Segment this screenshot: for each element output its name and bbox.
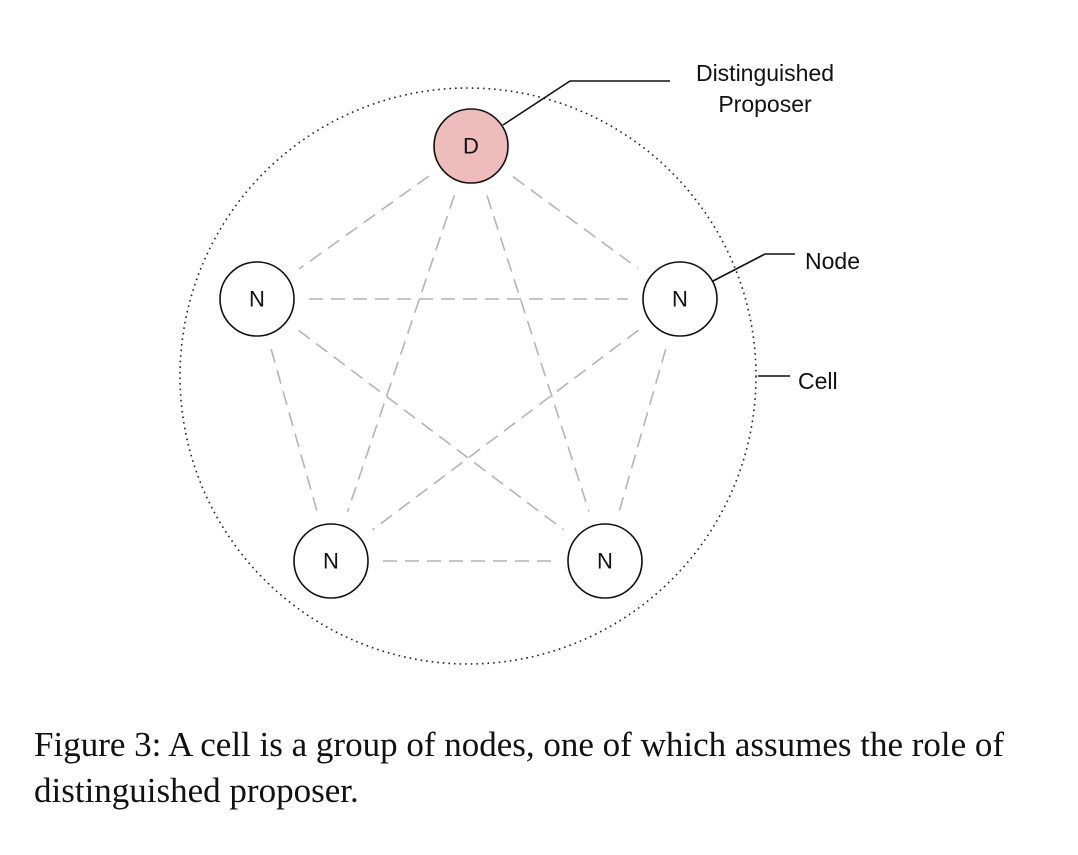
node-leader-line xyxy=(712,253,795,282)
node-n3-circle xyxy=(293,523,369,599)
node-right: N xyxy=(642,261,718,337)
node-left: N xyxy=(219,261,295,337)
node-distinguished: D xyxy=(433,108,509,184)
node-label: Node xyxy=(805,248,860,274)
edge-d-n3 xyxy=(346,195,456,512)
node-n2-circle xyxy=(642,261,718,337)
edge-n1-n4 xyxy=(298,329,564,531)
node-n3-letter: N xyxy=(323,549,339,574)
edges-group xyxy=(270,175,667,562)
node-n4-circle xyxy=(567,523,643,599)
edge-d-n1 xyxy=(298,175,430,270)
distinguished-leader-line xyxy=(502,80,670,126)
node-d-letter: D xyxy=(463,134,479,159)
node-bottom-right: N xyxy=(567,523,643,599)
distinguished-label-line1: Distinguished xyxy=(696,60,834,86)
edge-d-n4 xyxy=(486,195,590,512)
figure-caption: Figure 3: A cell is a group of nodes, on… xyxy=(34,725,1005,810)
cell-diagram: D N N N N Distinguished Proposer Node Ce… xyxy=(179,60,860,665)
node-n1-letter: N xyxy=(249,287,265,312)
cell-boundary xyxy=(179,87,757,665)
edge-n1-n3 xyxy=(270,348,318,512)
cell-label: Cell xyxy=(798,368,838,394)
node-n1-circle xyxy=(219,261,295,337)
edge-d-n2 xyxy=(512,176,639,269)
node-n4-letter: N xyxy=(597,549,613,574)
edge-n2-n4 xyxy=(618,348,667,512)
node-n2-letter: N xyxy=(672,287,688,312)
edge-n2-n3 xyxy=(372,329,639,531)
node-d-circle xyxy=(433,108,509,184)
distinguished-label-line2: Proposer xyxy=(718,91,812,117)
node-bottom-left: N xyxy=(293,523,369,599)
